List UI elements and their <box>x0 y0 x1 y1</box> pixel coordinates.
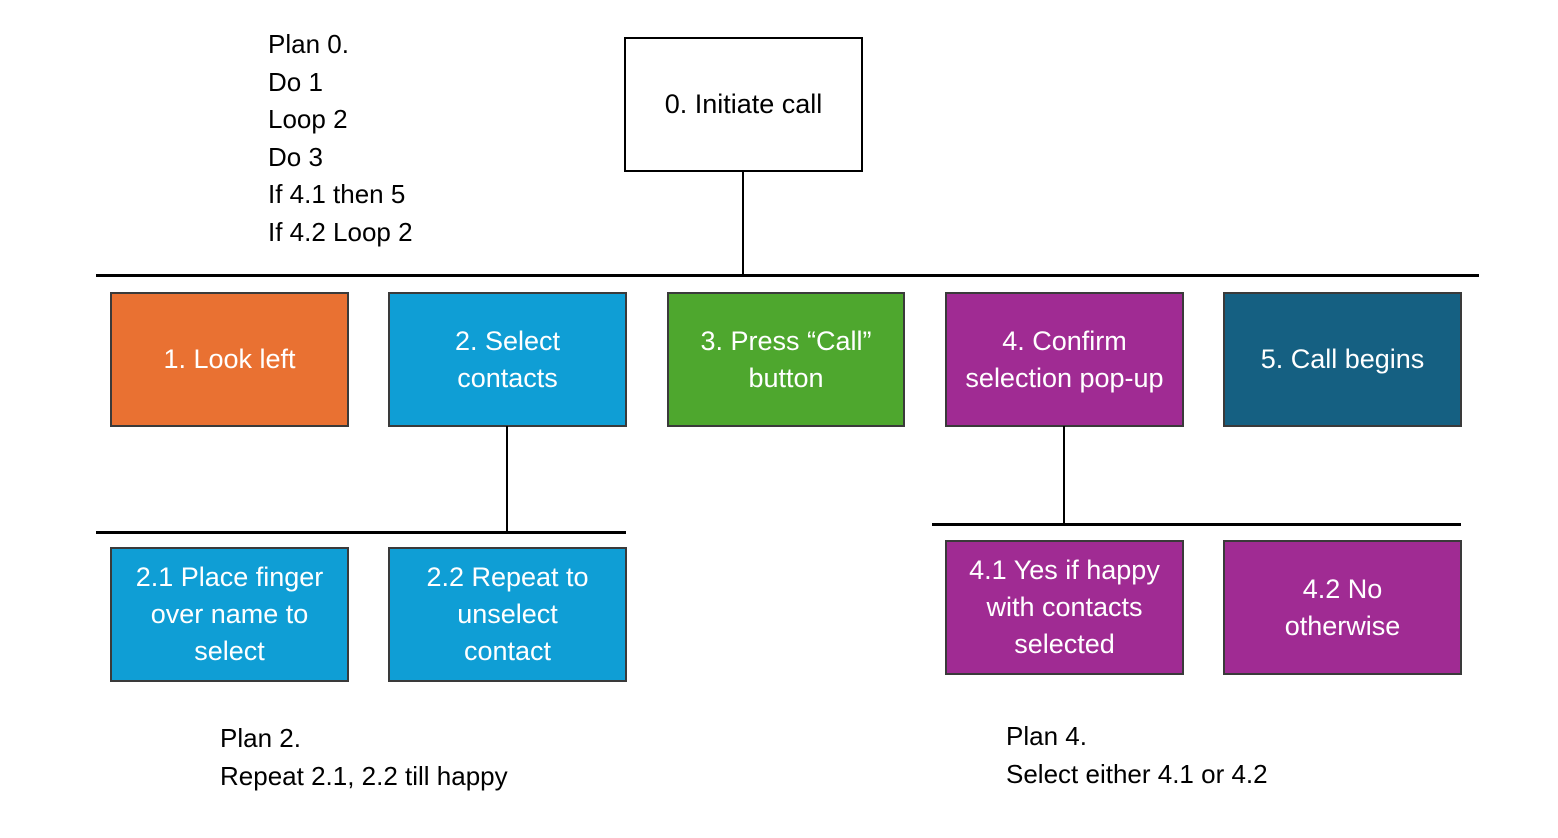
subtask-4-2-box: 4.2 No otherwise <box>1223 540 1462 675</box>
task-3-label: 3. Press “Call” button <box>700 325 872 393</box>
plan-2-title: Plan 2. <box>220 723 301 753</box>
task-2-label: 2. Select contacts <box>454 325 561 393</box>
level2-bar-right <box>932 523 1461 526</box>
plan-4-title: Plan 4. <box>1006 721 1087 751</box>
task-3-box: 3. Press “Call” button <box>667 292 905 427</box>
task-4-label: 4. Confirm selection pop-up <box>965 325 1164 393</box>
plan-4-text: Select either 4.1 or 4.2 <box>1006 758 1268 789</box>
task-1-label: 1. Look left <box>163 344 296 374</box>
task-2-box: 2. Select contacts <box>388 292 627 427</box>
root-task-label: 0. Initiate call <box>664 89 823 119</box>
level1-bar <box>96 274 1479 277</box>
root-task-box: 0. Initiate call <box>624 37 863 172</box>
plan-0-line: Do 1 <box>268 66 323 97</box>
plan-0-line: Do 3 <box>268 141 323 172</box>
subtask-4-1-box: 4.1 Yes if happy with contacts selected <box>945 540 1184 675</box>
plan-4: Plan 4. Select either 4.1 or 4.2 <box>1006 718 1268 793</box>
subtask-4-2-label: 4.2 No otherwise <box>1284 573 1401 641</box>
plan-2: Plan 2. Repeat 2.1, 2.2 till happy <box>220 720 508 795</box>
plan-0: Plan 0. Do 1 Loop 2 Do 3 If 4.1 then 5 I… <box>268 26 413 251</box>
task-1-box: 1. Look left <box>110 292 349 427</box>
level2-bar-left <box>96 531 626 534</box>
subtask-2-2-box: 2.2 Repeat to unselect contact <box>388 547 627 682</box>
plan-2-text: Repeat 2.1, 2.2 till happy <box>220 760 508 791</box>
subtask-2-1-box: 2.1 Place finger over name to select <box>110 547 349 682</box>
plan-0-line: Loop 2 <box>268 104 348 134</box>
subtask-2-1-label: 2.1 Place finger over name to select <box>135 562 324 666</box>
task-5-box: 5. Call begins <box>1223 292 1462 427</box>
plan-0-line: Plan 0. <box>268 29 349 59</box>
task-2-connector <box>506 426 508 533</box>
subtask-2-2-label: 2.2 Repeat to unselect contact <box>426 562 589 666</box>
task-4-connector <box>1063 426 1065 525</box>
task-4-box: 4. Confirm selection pop-up <box>945 292 1184 427</box>
root-connector <box>742 171 744 276</box>
task-5-label: 5. Call begins <box>1260 344 1425 374</box>
subtask-4-1-label: 4.1 Yes if happy with contacts selected <box>969 555 1160 659</box>
plan-0-line: If 4.2 Loop 2 <box>268 216 413 247</box>
plan-0-line: If 4.1 then 5 <box>268 179 406 209</box>
